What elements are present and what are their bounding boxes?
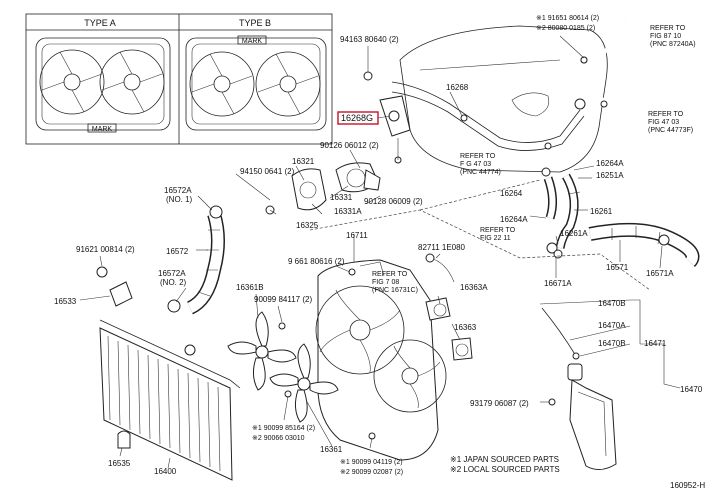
thermostat-assembly	[265, 71, 411, 215]
label-n2-80080-0185: ※2 80080 0185 (2)	[536, 25, 595, 32]
label-16325: 16325	[296, 221, 319, 230]
type-b-fan-shroud: MARK	[185, 35, 327, 131]
label-16331a: 16331A	[334, 207, 362, 216]
label-16361b: 16361B	[236, 283, 264, 292]
label-refer-fig2211-b: FIG 22 11	[480, 235, 511, 242]
label-94150-0641: 94150 0641 (2)	[240, 167, 295, 176]
label-91661-80616: 9 661 80616 (2)	[288, 257, 345, 266]
label-refer-fig708-c: (PNC 16731C)	[372, 287, 418, 294]
label-16533: 16533	[54, 297, 77, 306]
label-n2-90066-03010: ※2 90066 03010	[252, 435, 305, 442]
label-16361: 16361	[320, 445, 343, 454]
label-90099-84117: 90099 84117 (2)	[254, 295, 312, 304]
label-refer-fig708: REFER TO	[372, 271, 408, 278]
fan-motors	[425, 253, 473, 361]
highlight-box-16268g	[337, 111, 379, 125]
label-16261: 16261	[590, 207, 613, 216]
label-refer-fig708-b: FIG 7 08	[372, 279, 399, 286]
label-16711: 16711	[346, 231, 368, 240]
label-16363: 16363	[454, 323, 477, 332]
label-16471: 16471	[644, 339, 667, 348]
label-refer-fig8710: REFER TO	[650, 25, 686, 32]
label-refer-fig4703: REFER TO	[648, 111, 684, 118]
reserve-tank-assembly	[541, 307, 617, 470]
fan-shroud-assembly	[315, 259, 447, 461]
diagram-id: 160952-H	[670, 481, 705, 490]
label-refer-fig8710-c: (PNC 87240A)	[650, 41, 696, 48]
type-b-mark: MARK	[242, 38, 263, 45]
radiator-core	[99, 319, 241, 481]
label-16571: 16571	[606, 263, 629, 272]
label-16264: 16264	[500, 189, 523, 198]
engine-outline	[399, 25, 608, 173]
cooling-fan-1	[227, 311, 297, 391]
type-b-label: TYPE B	[239, 18, 271, 28]
label-refer-fig2211: REFER TO	[480, 227, 516, 234]
label-16268g: 16268G	[341, 113, 373, 123]
label-16264a-2: 16264A	[500, 215, 528, 224]
water-bypass-pipe	[391, 81, 585, 151]
legend-local-sourced: ※2 LOCAL SOURCED PARTS	[450, 465, 560, 474]
label-91621-00814: 91621 00814 (2)	[76, 245, 135, 254]
label-n1-91651-80614: ※1 91651 80614 (2)	[536, 15, 599, 22]
label-refer-fig4703-b: FIG 47 03	[648, 119, 679, 126]
label-16321: 16321	[292, 157, 315, 166]
label-refer-fg4703: REFER TO	[460, 153, 496, 160]
label-refer-fg4703-c: (PNC 44774)	[460, 169, 501, 176]
label-16572a-no2: 16572A	[158, 269, 186, 278]
label-94163-80640: 94163 80640 (2)	[340, 35, 399, 44]
legend-japan-sourced: ※1 JAPAN SOURCED PARTS	[450, 455, 559, 464]
label-refer-fig8710-b: FIG 87 10	[650, 33, 681, 40]
label-16572a-no2-note: (NO. 2)	[160, 278, 187, 287]
label-16251a: 16251A	[596, 171, 624, 180]
label-90126-06012: 90126 06012 (2)	[320, 141, 379, 150]
label-16400: 16400	[154, 467, 177, 476]
label-refer-fig4703-c: (PNC 44773F)	[648, 127, 693, 134]
label-16268: 16268	[446, 83, 469, 92]
lower-radiator-hoses	[541, 167, 700, 267]
label-16572a-no1-note: (NO. 1)	[166, 195, 193, 204]
label-n1-90099-85164: ※1 90099 85164 (2)	[252, 425, 315, 432]
leader-lines	[79, 35, 681, 469]
label-16572a-no1: 16572A	[164, 186, 192, 195]
type-a-fan-shroud: MARK	[35, 37, 171, 133]
label-16261a: 16261A	[560, 229, 588, 238]
label-16470b-1: 16470B	[598, 299, 626, 308]
inset-panels: TYPE A TYPE B MARK	[25, 13, 333, 145]
label-16470a: 16470A	[598, 321, 626, 330]
label-16572: 16572	[166, 247, 189, 256]
type-a-label: TYPE A	[84, 18, 116, 28]
label-16470b-2: 16470B	[598, 339, 626, 348]
label-16671a: 16671A	[544, 279, 572, 288]
label-16264a-1: 16264A	[596, 159, 624, 168]
type-a-mark: MARK	[92, 126, 113, 133]
upper-radiator-hose	[96, 205, 225, 315]
label-16470: 16470	[680, 385, 703, 394]
label-16535: 16535	[108, 459, 131, 468]
part-labels: 94163 80640 (2) 16268G 16268 90126 06012…	[54, 15, 705, 490]
label-93179-06087: 93179 06087 (2)	[470, 399, 529, 408]
label-16331: 16331	[330, 193, 353, 202]
label-16363a: 16363A	[460, 283, 488, 292]
label-n1-90099-04119: ※1 90099 04119 (2)	[340, 459, 403, 466]
label-n2-90099-02087: ※2 90099 02087 (2)	[340, 469, 403, 476]
cooling-fan-2	[269, 343, 339, 423]
label-82711-1e080: 82711 1E080	[418, 243, 466, 252]
label-90128-06009: 90128 06009 (2)	[364, 197, 423, 206]
label-16571a: 16571A	[646, 269, 674, 278]
label-refer-fg4703-b: F G 47 03	[460, 161, 491, 168]
